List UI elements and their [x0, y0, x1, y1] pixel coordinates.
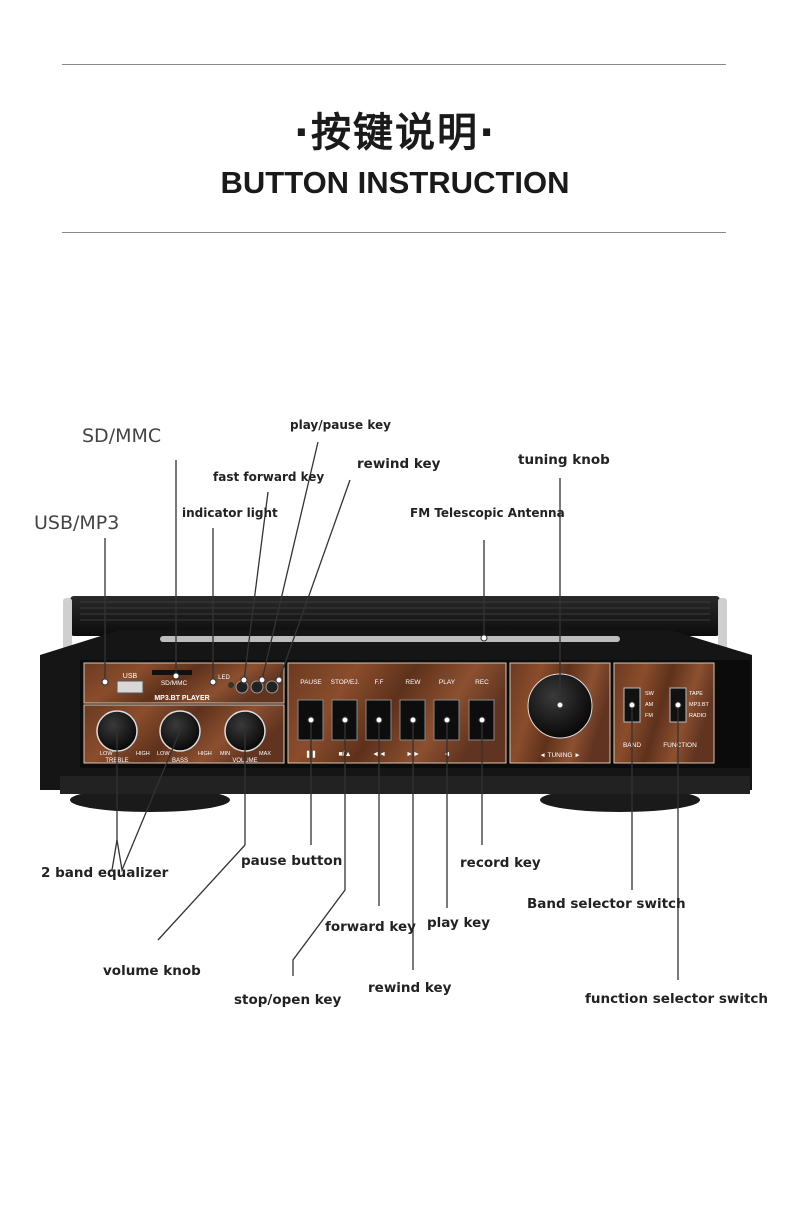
- label-record-key: record key: [460, 855, 541, 871]
- carry-handle: [70, 596, 720, 636]
- tuning-text: ◄ TUNING ►: [539, 752, 580, 759]
- treble-high: HIGH: [136, 751, 150, 757]
- volume-min: MIN: [220, 751, 230, 757]
- fm-text: FM: [645, 713, 653, 719]
- mp3bt-text: MP3.BT: [689, 702, 710, 708]
- label-stop-open-key: stop/open key: [234, 992, 342, 1008]
- pause-text: PAUSE: [300, 679, 322, 686]
- sd-text: SD/MMC: [161, 680, 188, 687]
- usb-port: [116, 680, 144, 694]
- player-name-text: MP3.BT PLAYER: [154, 695, 209, 702]
- volume-max: MAX: [259, 751, 271, 757]
- label-two-band-equalizer: 2 band equalizer: [41, 865, 169, 881]
- indicator-led: [228, 682, 234, 688]
- top-divider: [62, 64, 726, 65]
- rec-text: REC: [475, 679, 489, 686]
- rew-text: REW: [405, 679, 421, 686]
- bass-text: BASS: [172, 758, 188, 764]
- led-text: LED: [218, 675, 230, 681]
- label-indicator-light: indicator light: [182, 506, 278, 520]
- sd-slot: [152, 670, 192, 675]
- label-rewind-key-top: rewind key: [357, 456, 441, 472]
- label-rewind-key-bottom: rewind key: [368, 980, 452, 996]
- tape-text: TAPE: [689, 691, 703, 697]
- treble-low: LOW: [100, 751, 113, 757]
- label-forward-key: forward key: [325, 919, 416, 935]
- fm-antenna: [160, 636, 620, 642]
- label-tuning-knob: tuning knob: [518, 452, 610, 468]
- label-function-selector-switch: function selector switch: [585, 991, 769, 1007]
- label-pause-button: pause button: [241, 853, 343, 869]
- label-volume-knob: volume knob: [103, 963, 201, 979]
- radio-text: RADIO: [689, 713, 707, 719]
- label-fast-forward-key: fast forward key: [213, 470, 325, 484]
- play-pause-button: [250, 680, 264, 694]
- ff-text: F.F: [374, 679, 383, 686]
- am-text: AM: [645, 702, 654, 708]
- function-text: FUNCTION: [663, 742, 697, 749]
- bass-low: LOW: [157, 751, 170, 757]
- play-text: PLAY: [439, 679, 456, 686]
- page-title-chinese: ·按键说明·: [293, 110, 497, 156]
- sw-text: SW: [645, 691, 655, 697]
- bottom-divider: [62, 232, 726, 233]
- rewind-button-small: [265, 680, 279, 694]
- label-band-selector-switch: Band selector switch: [527, 896, 686, 912]
- label-usb-mp3: USB/MP3: [34, 512, 120, 534]
- usb-text: USB: [123, 673, 138, 680]
- leader-lines: [104, 441, 679, 980]
- bass-high: HIGH: [198, 751, 212, 757]
- page-title: BUTTON INSTRUCTION: [220, 165, 570, 200]
- stop-text: STOP/EJ.: [331, 679, 360, 686]
- label-fm-antenna: FM Telescopic Antenna: [410, 506, 565, 520]
- label-play-pause-key: play/pause key: [290, 418, 391, 432]
- label-sd-mmc: SD/MMC: [82, 425, 162, 447]
- label-play-key: play key: [427, 915, 491, 931]
